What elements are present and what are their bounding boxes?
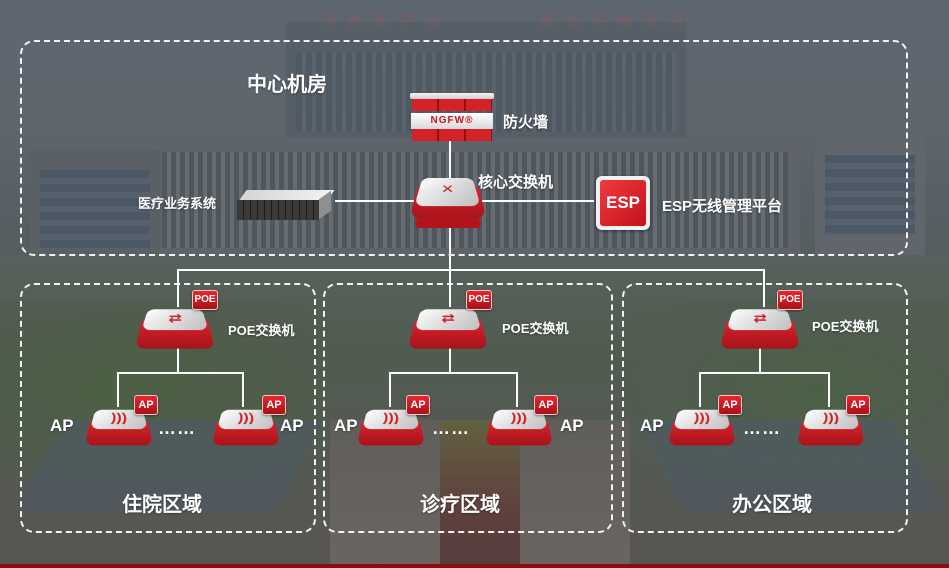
link-zone3-switch-down	[759, 345, 761, 373]
link-zone3-ap-bus	[699, 372, 829, 374]
switch-arrows-icon: ⇄	[440, 312, 456, 326]
ap-badge: AP	[406, 395, 430, 415]
core-switch-icon[interactable]: ✕	[409, 172, 487, 230]
ap-ellipsis: ……	[432, 418, 470, 438]
poe-badge: POE	[466, 290, 492, 310]
esp-platform-label: ESP无线管理平台	[662, 198, 783, 215]
firewall-label: 防火墙	[503, 114, 549, 131]
link-core-esp	[478, 200, 594, 202]
link-zone3-ap2	[828, 372, 830, 407]
link-zone3-ap1	[699, 372, 701, 407]
link-zone2-ap2	[516, 372, 518, 407]
link-zone1-ap2	[242, 372, 244, 407]
zone-box-clinic	[323, 283, 613, 533]
esp-icon-text: ESP	[600, 180, 646, 226]
ap-label-right: AP	[560, 416, 584, 435]
poe-switch-label: POE交换机	[228, 323, 295, 338]
link-zone1-ap-bus	[117, 372, 243, 374]
ap-ellipsis: ……	[743, 418, 781, 438]
ap-badge: AP	[846, 395, 870, 415]
ap-badge: AP	[534, 395, 558, 415]
wifi-signal-icon: )))	[822, 411, 840, 425]
firewall-device-text: NGFW®	[411, 113, 493, 129]
medical-server-icon[interactable]	[237, 190, 335, 220]
cross-arrows-icon: ✕	[440, 183, 456, 197]
link-zone1-switch-down	[177, 345, 179, 373]
firewall-icon[interactable]: NGFW®	[410, 93, 494, 149]
poe-switch-label: POE交换机	[502, 321, 569, 336]
background-sign-right: 烟台附属医院	[540, 13, 696, 29]
ap-badge: AP	[262, 395, 286, 415]
switch-arrows-icon: ⇄	[752, 312, 768, 326]
bottom-accent-bar	[0, 564, 949, 568]
poe-switch-label: POE交换机	[812, 319, 879, 334]
ap-ellipsis: ……	[158, 418, 196, 438]
switch-arrows-icon: ⇄	[167, 312, 183, 326]
background-sign-left: 滨州医学院	[322, 13, 452, 29]
link-distribution-bus	[177, 269, 764, 271]
ap-badge: AP	[718, 395, 742, 415]
core-switch-label: 核心交换机	[478, 174, 554, 191]
ap-label-left: AP	[334, 416, 358, 435]
data-center-box	[20, 40, 908, 256]
poe-switch-icon-clinic[interactable]: ⇄	[408, 305, 488, 349]
poe-switch-icon-office[interactable]: ⇄	[720, 305, 800, 349]
link-bus-zone1	[177, 269, 179, 307]
data-center-title: 中心机房	[247, 74, 327, 96]
wifi-signal-icon: )))	[110, 411, 128, 425]
background-building-main	[286, 22, 686, 142]
link-server-core	[335, 200, 425, 202]
wifi-signal-icon: )))	[510, 411, 528, 425]
zone-title-office: 办公区域	[732, 494, 812, 516]
ap-label-right: AP	[280, 416, 304, 435]
wifi-signal-icon: )))	[382, 411, 400, 425]
link-zone2-ap1	[389, 372, 391, 407]
esp-platform-icon[interactable]: ESP	[596, 176, 650, 230]
ap-label-left: AP	[640, 416, 664, 435]
link-firewall-core	[449, 140, 451, 180]
poe-switch-icon-inpatient[interactable]: ⇄	[135, 305, 215, 349]
wifi-signal-icon: )))	[237, 411, 255, 425]
ap-badge: AP	[134, 395, 158, 415]
link-zone2-switch-down	[449, 345, 451, 373]
zone-title-inpatient: 住院区域	[122, 494, 202, 516]
medical-system-label: 医疗业务系统	[138, 196, 217, 211]
zone-title-clinic: 诊疗区域	[420, 494, 500, 516]
link-zone2-ap-bus	[389, 372, 517, 374]
zone-box-office	[622, 283, 908, 533]
poe-badge: POE	[777, 290, 803, 310]
ap-label-left: AP	[50, 416, 74, 435]
link-zone1-ap1	[117, 372, 119, 407]
link-core-trunk	[449, 225, 451, 307]
link-bus-zone3	[763, 269, 765, 307]
zone-box-inpatient	[20, 283, 316, 533]
poe-badge: POE	[192, 290, 218, 310]
background-building-left	[30, 150, 160, 260]
wifi-signal-icon: )))	[693, 411, 711, 425]
